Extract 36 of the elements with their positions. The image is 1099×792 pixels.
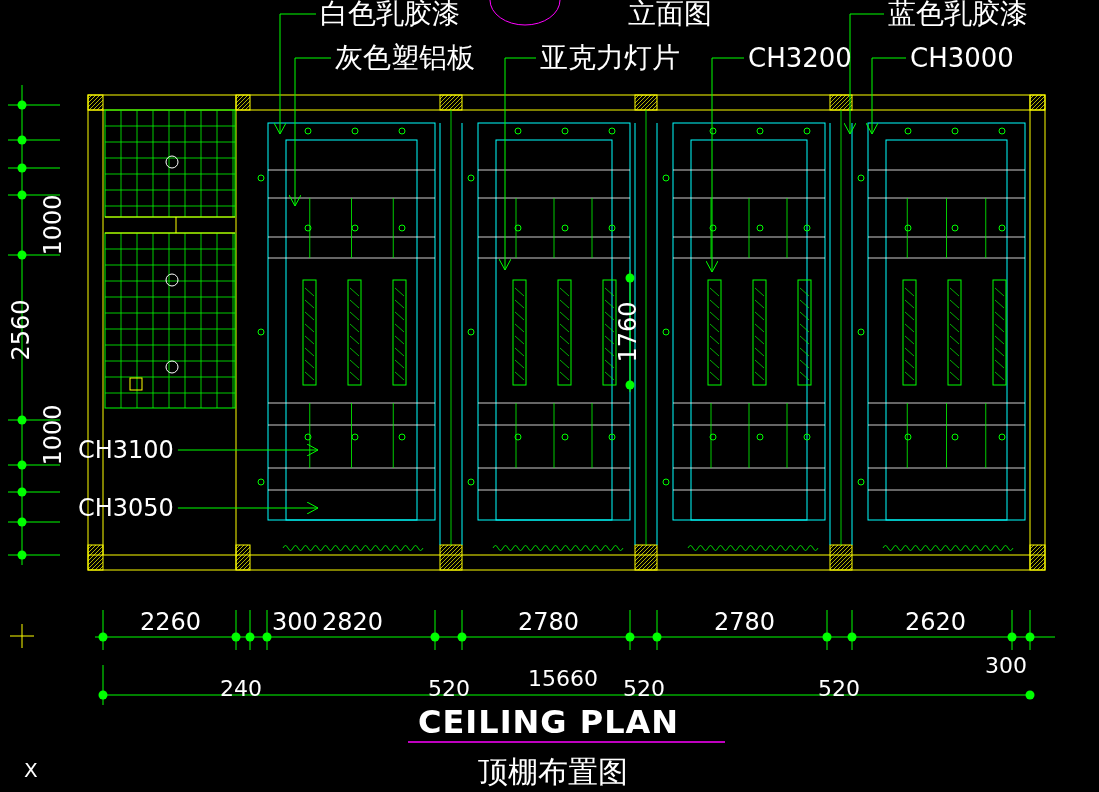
dimension-text: 2780 bbox=[714, 610, 776, 634]
leader-line bbox=[865, 57, 907, 135]
dimension-text: 520 bbox=[428, 678, 470, 700]
plan-caption: 顶棚布置图 bbox=[478, 757, 628, 787]
plan-title: CEILING PLAN bbox=[418, 706, 680, 738]
dimension-text: 2780 bbox=[518, 610, 580, 634]
leader-line bbox=[288, 57, 332, 207]
callout-label: CH3050 bbox=[78, 496, 174, 520]
leader-line bbox=[498, 57, 537, 271]
leader-line bbox=[705, 57, 745, 273]
dimension-text: 2560 bbox=[8, 299, 33, 361]
dimension-text: 2620 bbox=[905, 610, 967, 634]
dimension-text: 300 bbox=[985, 655, 1027, 677]
callout-label: 蓝色乳胶漆 bbox=[888, 0, 1028, 28]
dimension-text: 2260 bbox=[140, 610, 202, 634]
dimension-text: 520 bbox=[623, 678, 665, 700]
callout-label: 灰色塑铝板 bbox=[335, 44, 475, 72]
leader-line bbox=[177, 501, 319, 515]
dimension-text: 520 bbox=[818, 678, 860, 700]
callout-label: 白色乳胶漆 bbox=[320, 0, 460, 28]
dimension-text: 1000 bbox=[40, 404, 65, 466]
dimension-text: 1000 bbox=[40, 194, 65, 256]
view-label: 立面图 bbox=[628, 0, 712, 28]
axis-letter: X bbox=[24, 760, 38, 780]
callout-label: CH3100 bbox=[78, 438, 174, 462]
callout-label: CH3200 bbox=[748, 45, 852, 71]
dimension-text: 240 bbox=[220, 678, 262, 700]
dimension-text: 300 bbox=[272, 610, 318, 634]
dimension-text: 2820 bbox=[322, 610, 384, 634]
leader-line bbox=[843, 13, 885, 135]
leader-line bbox=[177, 443, 319, 457]
callout-label: 亚克力灯片 bbox=[540, 44, 680, 72]
leader-line bbox=[273, 13, 317, 135]
callout-label: CH3000 bbox=[910, 45, 1014, 71]
dimension-text: 15660 bbox=[528, 668, 598, 690]
dimension-text: 1760 bbox=[615, 301, 640, 363]
